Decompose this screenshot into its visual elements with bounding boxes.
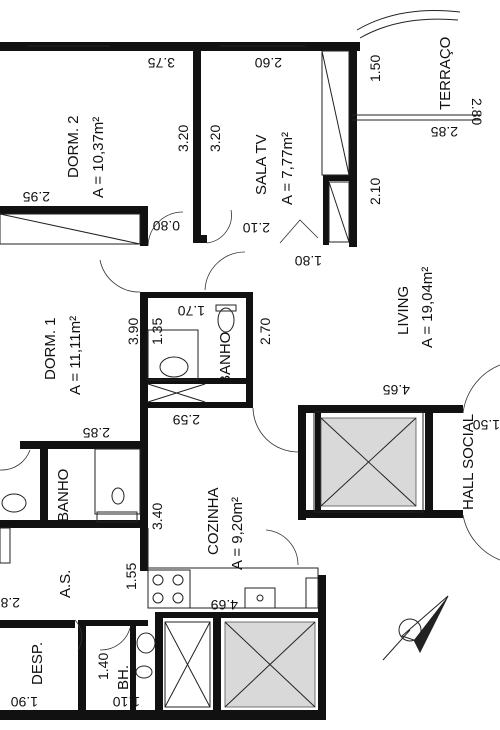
stove-icon (147, 569, 191, 609)
room-banho2-name: BANHO (55, 469, 72, 522)
dimension-label: 1.40 (95, 653, 111, 680)
room-terraco-name: TERRAÇO (437, 37, 454, 110)
room-cozinha-name: COZINHA (205, 488, 222, 556)
room-living-name: LIVING (395, 286, 412, 335)
dimension-label: 2.85 (431, 124, 458, 140)
room-living-area: A = 19,04m² (419, 267, 436, 348)
room-dorm1-name: DORM. 1 (42, 317, 59, 380)
dimension-label: 4.65 (383, 382, 410, 398)
dimension-label: 3.20 (207, 125, 223, 152)
dimension-label: 0.80 (153, 218, 180, 234)
dimension-labels: 3.75 2.60 1.50 2.80 3.20 3.20 2.85 2.10 … (0, 55, 500, 710)
dimension-label: 1.70 (178, 303, 205, 319)
sink-icon (244, 587, 276, 609)
dimension-label: 2.10 (243, 220, 270, 236)
dimension-label: 1.10 (113, 694, 140, 710)
dimension-label: 1.35 (149, 318, 165, 345)
room-salatv-name: SALA TV (253, 134, 270, 195)
room-bh-name: BH. (115, 665, 132, 690)
dimension-label: 3.75 (148, 55, 175, 71)
dimension-label: 1.80 (295, 253, 322, 269)
dimension-label: 2.60 (255, 55, 282, 71)
room-desp-name: DESP. (29, 642, 46, 685)
dimension-label: 3.40 (149, 503, 165, 530)
room-hall-name: HALL SOCIAL (460, 414, 477, 510)
room-dorm1-area: A = 11,11m² (67, 316, 84, 395)
dimension-label: 1.50 (473, 417, 500, 433)
dimension-label: 2.10 (367, 178, 383, 205)
dimension-label: 2.95 (23, 189, 50, 205)
room-as-name: A.S. (57, 570, 74, 598)
dimension-label: 2.70 (257, 318, 273, 345)
dimension-label: 2.80 (469, 98, 485, 125)
dimension-label: 2.59 (173, 412, 200, 428)
fixtures-lines (0, 10, 500, 651)
room-salatv-area: A = 7,77m² (279, 132, 296, 205)
walls (0, 42, 463, 720)
dimension-label: 3.20 (175, 125, 191, 152)
room-dorm2-name: DORM. 2 (65, 115, 82, 178)
elevator-icon (313, 411, 424, 513)
north-arrow-icon (382, 595, 449, 661)
room-banho1-name: BANHO (217, 332, 234, 385)
dimension-label: 3.90 (125, 318, 141, 345)
dimension-label: 1.90 (11, 694, 38, 710)
toilet-icon (111, 304, 237, 679)
dimension-label: 2.80 (0, 595, 20, 611)
washbasin-icon (1, 356, 189, 654)
dimension-label: 2.85 (83, 425, 110, 441)
room-labels: DORM. 2 A = 10,37m² SALA TV A = 7,77m² T… (29, 37, 477, 690)
room-cozinha-area: A = 9,20m² (229, 497, 246, 570)
dimension-label: 1.55 (123, 563, 139, 590)
service-elevator-icon (164, 621, 316, 708)
room-dorm2-area: A = 10,37m² (90, 117, 107, 198)
dimension-label: 4.69 (211, 597, 238, 613)
dimension-label: 1.50 (367, 55, 383, 82)
